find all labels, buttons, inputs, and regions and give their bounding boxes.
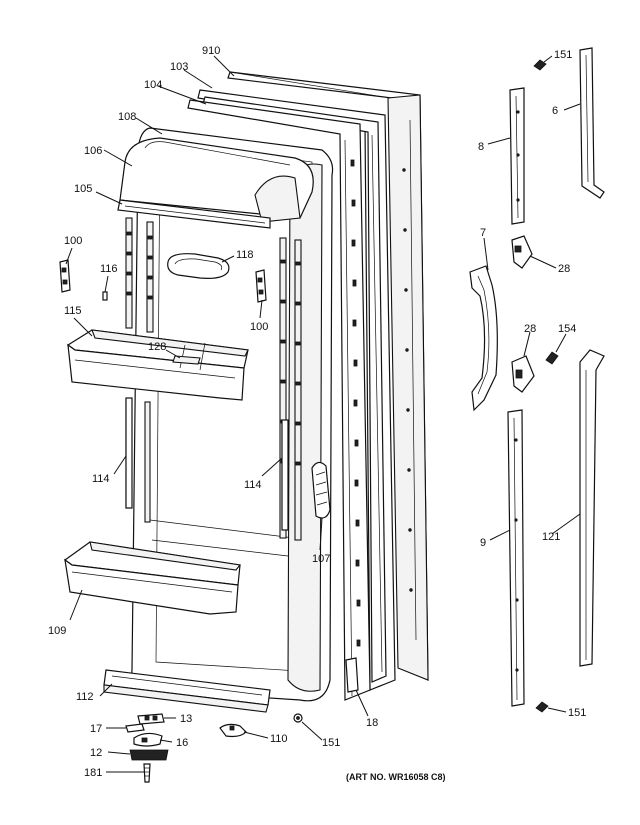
door-gasket — [187, 89, 396, 701]
bottom-cap-112 — [103, 669, 271, 713]
label-100-left: 100 — [64, 235, 82, 247]
upper-shelf-115 — [66, 329, 249, 401]
part-labels: 910 103 104 108 106 105 100 116 118 100 … — [48, 45, 586, 782]
label-114-right: 114 — [244, 479, 262, 491]
label-116: 116 — [100, 263, 118, 275]
label-151-right: 151 — [568, 707, 586, 719]
label-108: 108 — [118, 111, 136, 123]
label-118: 118 — [236, 249, 254, 261]
label-100-right: 100 — [250, 321, 268, 333]
label-109: 109 — [48, 625, 66, 637]
label-114-left: 114 — [92, 473, 110, 485]
outer-door-panel — [227, 71, 429, 681]
handle-parts — [469, 47, 605, 713]
label-112: 112 — [76, 691, 94, 703]
label-181: 181 — [84, 767, 102, 779]
leader-lines — [65, 55, 581, 773]
label-6: 6 — [552, 105, 558, 117]
label-110: 110 — [270, 733, 288, 745]
label-28-lower: 28 — [524, 323, 536, 335]
rails-114 — [125, 397, 289, 531]
label-121: 121 — [542, 531, 560, 543]
label-13: 13 — [180, 713, 192, 725]
label-151-bottom: 151 — [322, 737, 340, 749]
bottom-shelf-109 — [63, 541, 242, 615]
label-106: 106 — [84, 145, 102, 157]
label-910: 910 — [202, 45, 220, 57]
label-105: 105 — [74, 183, 92, 195]
art-number: (ART NO. WR16058 C8) — [346, 772, 446, 782]
label-18: 18 — [366, 717, 378, 729]
label-115: 115 — [64, 305, 82, 317]
label-107: 107 — [312, 553, 330, 565]
label-151-top: 151 — [554, 49, 572, 61]
label-8: 8 — [478, 141, 484, 153]
label-104: 104 — [144, 79, 162, 91]
label-7: 7 — [480, 227, 486, 239]
filler-107 — [311, 461, 331, 519]
top-bin-cap — [117, 137, 314, 229]
label-103: 103 — [170, 61, 188, 73]
handle-cup-118 — [167, 253, 230, 279]
label-128-shelf: 128 — [148, 341, 166, 353]
label-28-upper: 28 — [558, 263, 570, 275]
label-17: 17 — [90, 723, 102, 735]
label-16: 16 — [176, 737, 188, 749]
label-12: 12 — [90, 747, 102, 759]
label-154: 154 — [558, 323, 576, 335]
label-9: 9 — [480, 537, 486, 549]
